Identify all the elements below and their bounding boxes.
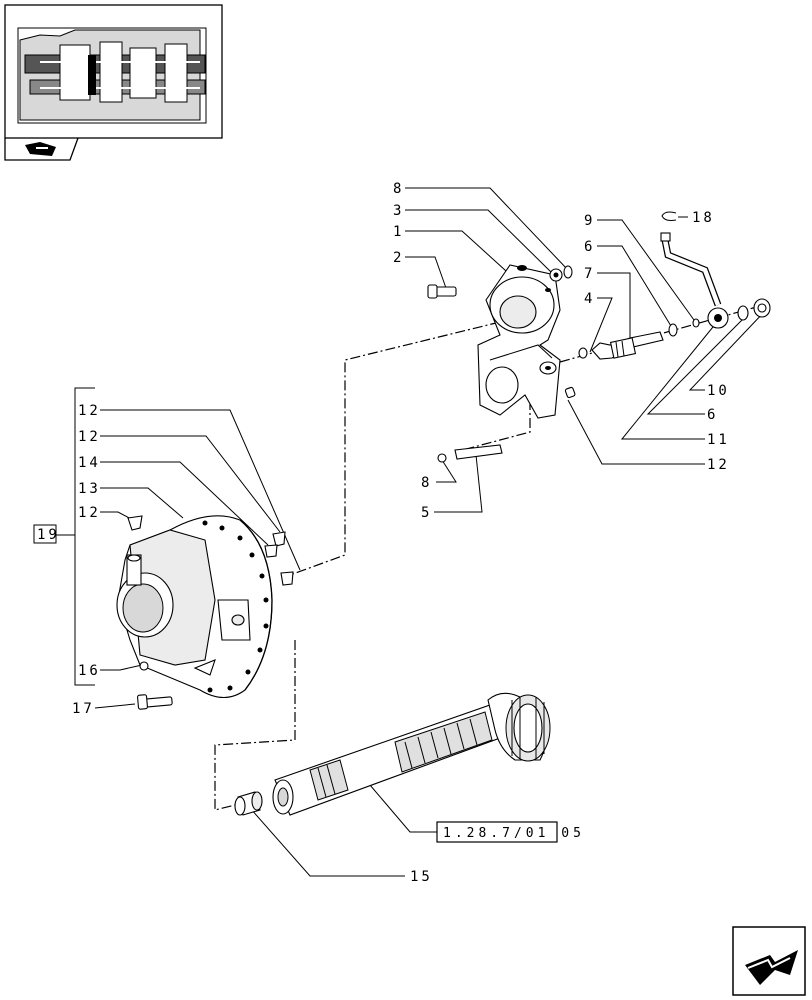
label-17: 17 [72,701,95,717]
label-4: 4 [584,291,595,307]
label-11: 11 [707,432,730,448]
label-12-right: 12 [707,457,730,473]
reference-code: 1.28.7/01 05 [443,826,585,841]
shaft-gear [487,692,551,762]
plug-12-right [564,386,576,399]
cover-housing [477,264,561,419]
label-12-a: 12 [78,403,101,419]
label-6-top: 6 [584,239,595,255]
label-10: 10 [707,383,730,399]
plug-14 [264,544,278,558]
washer-3 [549,268,563,282]
label-7: 7 [584,266,595,282]
label-6-bottom: 6 [707,407,718,423]
washer-6-lower [737,305,749,321]
next-page-arrow-icon[interactable] [732,926,806,996]
oring-4 [578,347,588,359]
bushing-15 [234,791,263,816]
shaft-splines [309,711,493,801]
label-15: 15 [410,869,433,885]
label-16: 16 [78,663,101,679]
main-housing-13 [116,515,273,699]
label-8-bottom: 8 [421,475,432,491]
label-8-top: 8 [393,181,404,197]
clip-18 [661,211,677,221]
ball-16 [139,661,149,671]
label-3: 3 [393,203,404,219]
sender-7 [591,331,664,360]
label-2: 2 [393,250,404,266]
label-13: 13 [78,481,101,497]
group-19-box: 19 [33,524,60,544]
part-labels: 8 3 1 2 9 6 7 4 18 10 6 11 12 8 5 12 12 … [72,181,730,885]
oring-9 [692,318,700,328]
leader-lines [55,187,767,877]
reference-box[interactable]: 1.28.7/01 05 [436,821,585,843]
pipe-11 [660,232,729,329]
washer-8 [563,265,573,279]
label-12-b: 12 [78,429,101,445]
washer-6-upper [668,323,678,337]
label-9: 9 [584,213,595,229]
banjo-bolt-10 [753,298,771,318]
ball-8 [437,453,447,463]
pointing-hand-icon [25,142,56,156]
thumbnail-frame [4,4,223,161]
plug-12-a [127,515,143,531]
transmission-section-thumbnail [17,27,207,124]
label-18: 18 [692,210,715,226]
input-shaft [272,692,551,816]
label-5: 5 [421,505,432,521]
label-14: 14 [78,455,101,471]
label-12-c: 12 [78,505,101,521]
plug-12-c [280,571,294,586]
pin-5 [454,444,503,460]
label-19: 19 [37,527,60,543]
label-1: 1 [393,224,404,240]
plug-12-b [272,531,286,547]
bolt-2 [427,284,457,299]
bolt-17 [137,694,173,710]
